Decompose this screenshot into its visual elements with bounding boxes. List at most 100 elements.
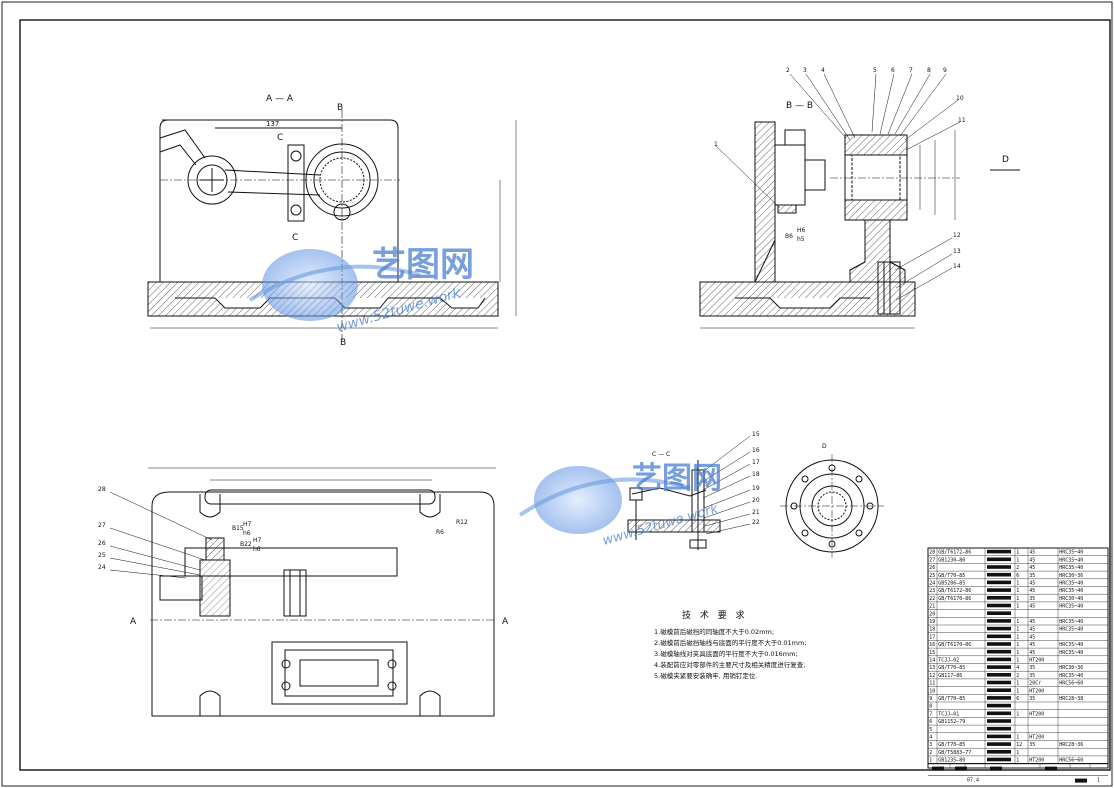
bom-cell: 1 xyxy=(1016,588,1019,594)
bom-cell: GB/T70—85 xyxy=(938,696,965,702)
section-c-bottom: C xyxy=(292,233,298,243)
view-b-b-title: B — B xyxy=(786,101,813,111)
bom-cell: 1 xyxy=(1016,634,1019,640)
requirement-4: 4.装配前应对零部件的主要尺寸及相关精度进行复查; xyxy=(654,660,805,669)
bom-cell: 10 xyxy=(929,688,935,694)
balloon-21: 21 xyxy=(752,509,760,516)
bom-cell: 35 xyxy=(1029,665,1035,671)
requirements-title: 技 术 要 求 xyxy=(682,609,748,621)
bom-cell: 3 xyxy=(929,742,932,748)
lever-arm xyxy=(159,129,206,159)
bom-cell: HRC35~40 xyxy=(1059,604,1083,610)
bom-cell: 9 xyxy=(929,696,932,702)
plan-fit1-dn: h6 xyxy=(243,530,251,537)
redaction-bar xyxy=(987,596,1011,600)
inner-frame xyxy=(19,19,1111,771)
plan-strip xyxy=(184,547,398,577)
bom-cell: GB117—86 xyxy=(938,673,962,679)
bom-cell: 17 xyxy=(929,634,935,640)
redaction-bar xyxy=(987,750,1011,754)
requirement-5: 5.磁模夹紧要安装确牢, 用销钉定位. xyxy=(654,671,757,680)
bom-cell: HRC35~40 xyxy=(1059,650,1083,656)
bb-leaders xyxy=(715,73,961,301)
bom-cell: 45 xyxy=(1029,550,1035,556)
balloon-26: 26 xyxy=(98,540,106,547)
view-a-a-title: A — A xyxy=(266,94,294,104)
bom-cell: 45 xyxy=(1029,557,1035,563)
balloon-28: 28 xyxy=(98,486,106,493)
redaction-bar xyxy=(987,688,1011,692)
requirement-1: 1.磁模前后磁挡的同轴度不大于0.02mm; xyxy=(654,627,774,636)
bom-cell: HRC35~40 xyxy=(1059,642,1083,648)
section-a-right: A xyxy=(502,617,509,627)
bom-cell: HT200 xyxy=(1029,735,1044,741)
section-b-bottom: B xyxy=(340,338,346,348)
watermark-bottom-cn: 艺图网 xyxy=(632,461,722,496)
redaction-bar xyxy=(987,680,1011,685)
plan-fit1-up: H7 xyxy=(243,521,252,528)
bom-cell: HT200 xyxy=(1029,711,1044,717)
plan-fit1: B15 xyxy=(232,525,244,532)
bom-cell: 1 xyxy=(1016,711,1019,717)
balloon-1: 1 xyxy=(714,141,718,148)
bom-cell: 19 xyxy=(929,619,935,625)
bom-cell: 22 xyxy=(929,596,935,602)
bom-cell: HRC35~40 xyxy=(1059,588,1083,594)
redaction-bar xyxy=(987,673,1011,677)
bom-cell: GB1152—79 xyxy=(938,719,965,725)
redaction-bar xyxy=(987,565,1011,569)
balloon-27: 27 xyxy=(98,522,106,529)
bom-cell: 1 xyxy=(1016,758,1019,764)
bom-cell: HT200 xyxy=(1029,688,1044,694)
bom-cell: 1 xyxy=(1016,650,1019,656)
bb-fit-lower: h5 xyxy=(797,236,805,243)
bom-cell: GB/T6172—86 xyxy=(938,550,971,556)
bom-cell: 12 xyxy=(1016,742,1022,748)
bom-cell: GB/T6170—86 xyxy=(938,596,971,602)
title-block xyxy=(927,763,1109,769)
bom-cell: 1 xyxy=(1016,658,1019,664)
redaction-bar xyxy=(990,766,1002,771)
redaction-bar xyxy=(987,742,1011,746)
bom-cell: 2 xyxy=(1016,565,1019,571)
bom-cell: GB/T70—85 xyxy=(938,665,965,671)
bom-cell: 1 xyxy=(1016,750,1019,756)
balloon-18: 18 xyxy=(752,471,760,478)
bom-cell: 26 xyxy=(929,565,935,571)
bom-cell: 15 xyxy=(929,650,935,656)
redaction-bar xyxy=(987,665,1011,669)
balloon-22: 22 xyxy=(752,519,760,526)
dim-137: 137 xyxy=(266,120,279,128)
balloon-6: 6 xyxy=(891,67,895,74)
redaction-bar xyxy=(932,766,944,771)
bom-cell: 1 xyxy=(1016,557,1019,563)
redaction-bar xyxy=(987,549,1011,554)
bom-cell: 6 xyxy=(929,719,932,725)
balloon-7: 7 xyxy=(909,67,913,74)
bom-cell: 45 xyxy=(1029,627,1035,633)
bom-cell: 21 xyxy=(929,604,935,610)
bom-cell: HRC35~40 xyxy=(1059,550,1083,556)
balloon-4: 4 xyxy=(821,67,825,74)
section-a-left: A xyxy=(130,617,137,627)
bom-cell: GB1235—80 xyxy=(938,758,965,764)
redaction-bar xyxy=(987,649,1011,654)
plan-r12: R12 xyxy=(456,519,468,526)
bom-cell: TCJJ—01 xyxy=(938,711,959,717)
bom-cell: HRC35~40 xyxy=(1059,565,1083,571)
redaction-bar xyxy=(987,626,1011,631)
bb-base-outline xyxy=(699,281,916,317)
bom-cell: 1 xyxy=(1016,550,1019,556)
bom-cell: GB1230—80 xyxy=(938,557,965,563)
bom-cell: HRC56~60 xyxy=(1059,758,1083,764)
bom-cell: 2 xyxy=(929,750,932,756)
redaction-bar xyxy=(987,734,1011,739)
bom-cell: 1 xyxy=(1016,688,1019,694)
balloon-15: 15 xyxy=(752,431,760,438)
bom-cell: GB/T6172—86 xyxy=(938,588,971,594)
bom-cell: 16 xyxy=(929,642,935,648)
bom-cell: HRC30~36 xyxy=(1059,573,1083,579)
bom-cell: 45 xyxy=(1029,642,1035,648)
